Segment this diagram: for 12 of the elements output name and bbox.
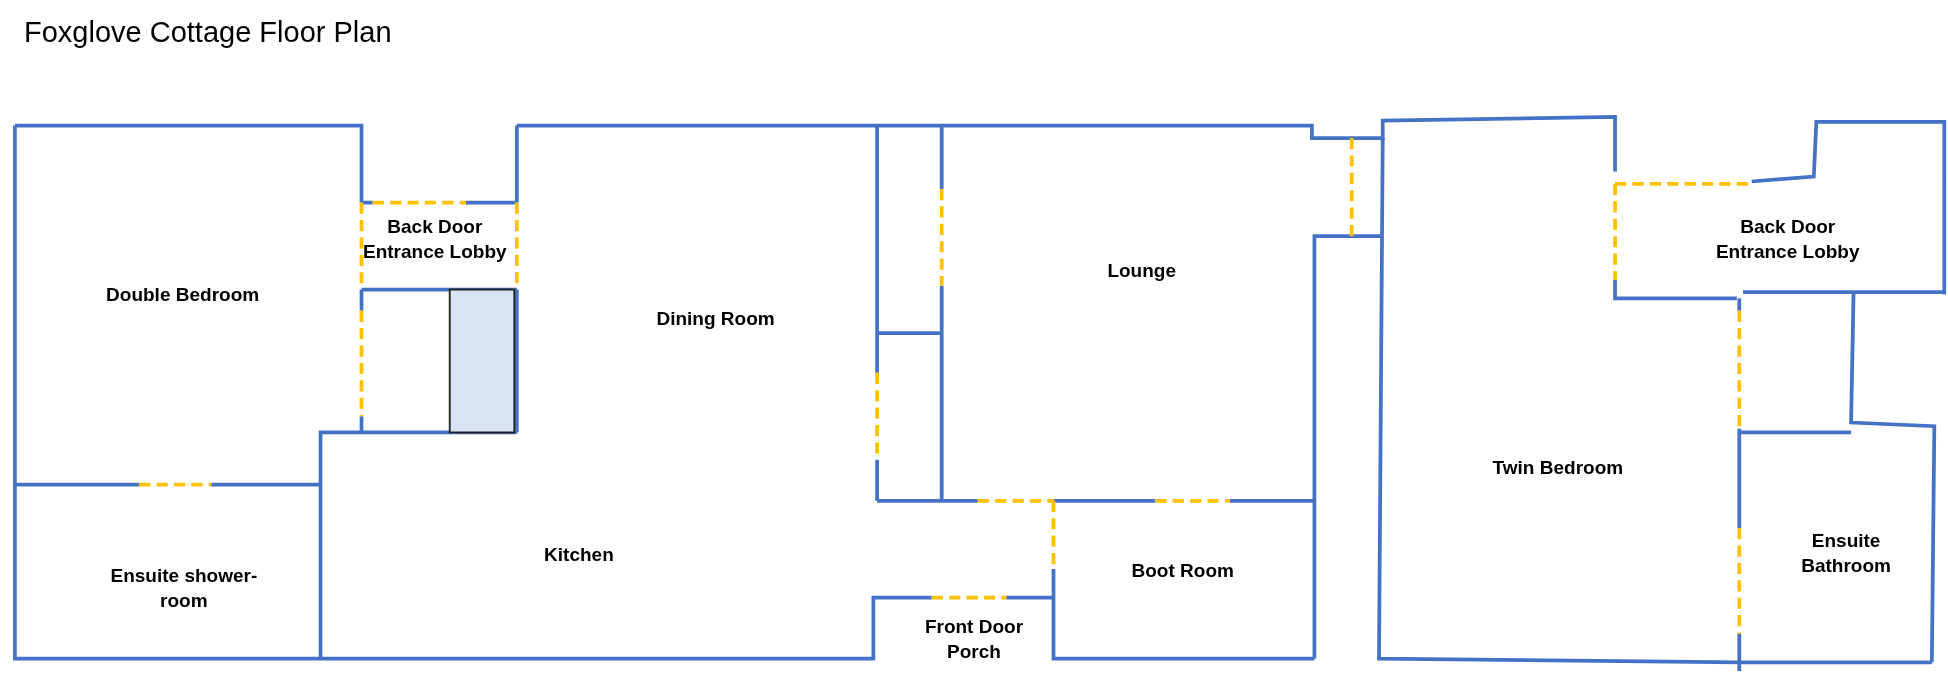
room-label: Back Door Entrance Lobby (362, 214, 508, 264)
room-label: Ensuite shower-room (109, 563, 259, 613)
room-label: Kitchen (544, 542, 614, 567)
plan-title: Foxglove Cottage Floor Plan (24, 16, 392, 49)
room-label: Boot Room (1131, 558, 1234, 583)
room-label: Ensuite Bathroom (1800, 528, 1892, 578)
room-label: Front Door Porch (923, 614, 1025, 664)
room-label: Double Bedroom (106, 282, 260, 307)
room-label: Back Door Entrance Lobby (1714, 214, 1861, 264)
room-label: Twin Bedroom (1492, 455, 1624, 480)
room-label: Dining Room (656, 306, 775, 331)
room-label: Lounge (1107, 259, 1176, 284)
